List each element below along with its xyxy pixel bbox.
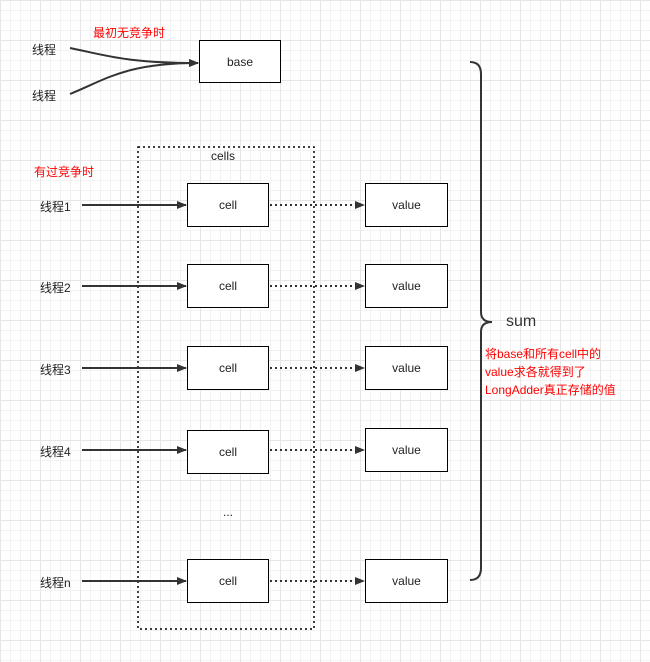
thread-label-4: 线程4 [40,445,71,459]
value-box-3: value [365,346,448,390]
top-thread-1-arrow [69,47,199,67]
cell-box-n: cell [187,559,269,603]
cells-ellipsis: ... [223,505,234,519]
top-thread-label-2: 线程 [32,89,57,103]
cell-box-2: cell [187,264,269,308]
top-thread-2-arrow [69,59,199,95]
thread-label-n: 线程n [40,576,71,590]
sum-explanation-line-1: 将base和所有cell中的 [485,347,602,361]
sum-explanation: 将base和所有cell中的 value求各就得到了 LongAdder真正存储… [485,345,616,399]
cells-container-label: cells [211,149,236,163]
cell-box-3: cell [187,346,269,390]
cell-label-3: cell [218,361,237,375]
cell-box-4: cell [187,430,269,474]
thread-label-1: 线程1 [40,200,71,214]
value-label-2: value [392,279,421,293]
cell-label-1: cell [218,198,237,212]
value-label-4: value [392,443,421,457]
sum-explanation-line-3: LongAdder真正存储的值 [485,383,616,397]
value-label-3: value [392,361,421,375]
cell-label-n: cell [218,574,237,588]
base-box: base [199,40,281,83]
value-box-1: value [365,183,448,227]
sum-explanation-line-2: value求各就得到了 [485,365,586,379]
cell-box-1: cell [187,183,269,227]
cell-label-4: cell [218,445,237,459]
sum-brace [469,61,493,581]
sum-label: sum [506,313,537,330]
value-box-4: value [365,428,448,472]
value-box-n: value [365,559,448,603]
cells-container [137,146,315,630]
top-thread-label-1: 线程 [32,43,57,57]
value-label-1: value [392,198,421,212]
value-box-2: value [365,264,448,308]
note-had-contention: 有过竞争时 [34,165,95,179]
cell-label-2: cell [218,279,237,293]
note-no-contention: 最初无竞争时 [93,26,166,40]
base-label: base [226,54,254,69]
thread-label-2: 线程2 [40,281,71,295]
value-label-n: value [392,574,421,588]
thread-label-3: 线程3 [40,363,71,377]
